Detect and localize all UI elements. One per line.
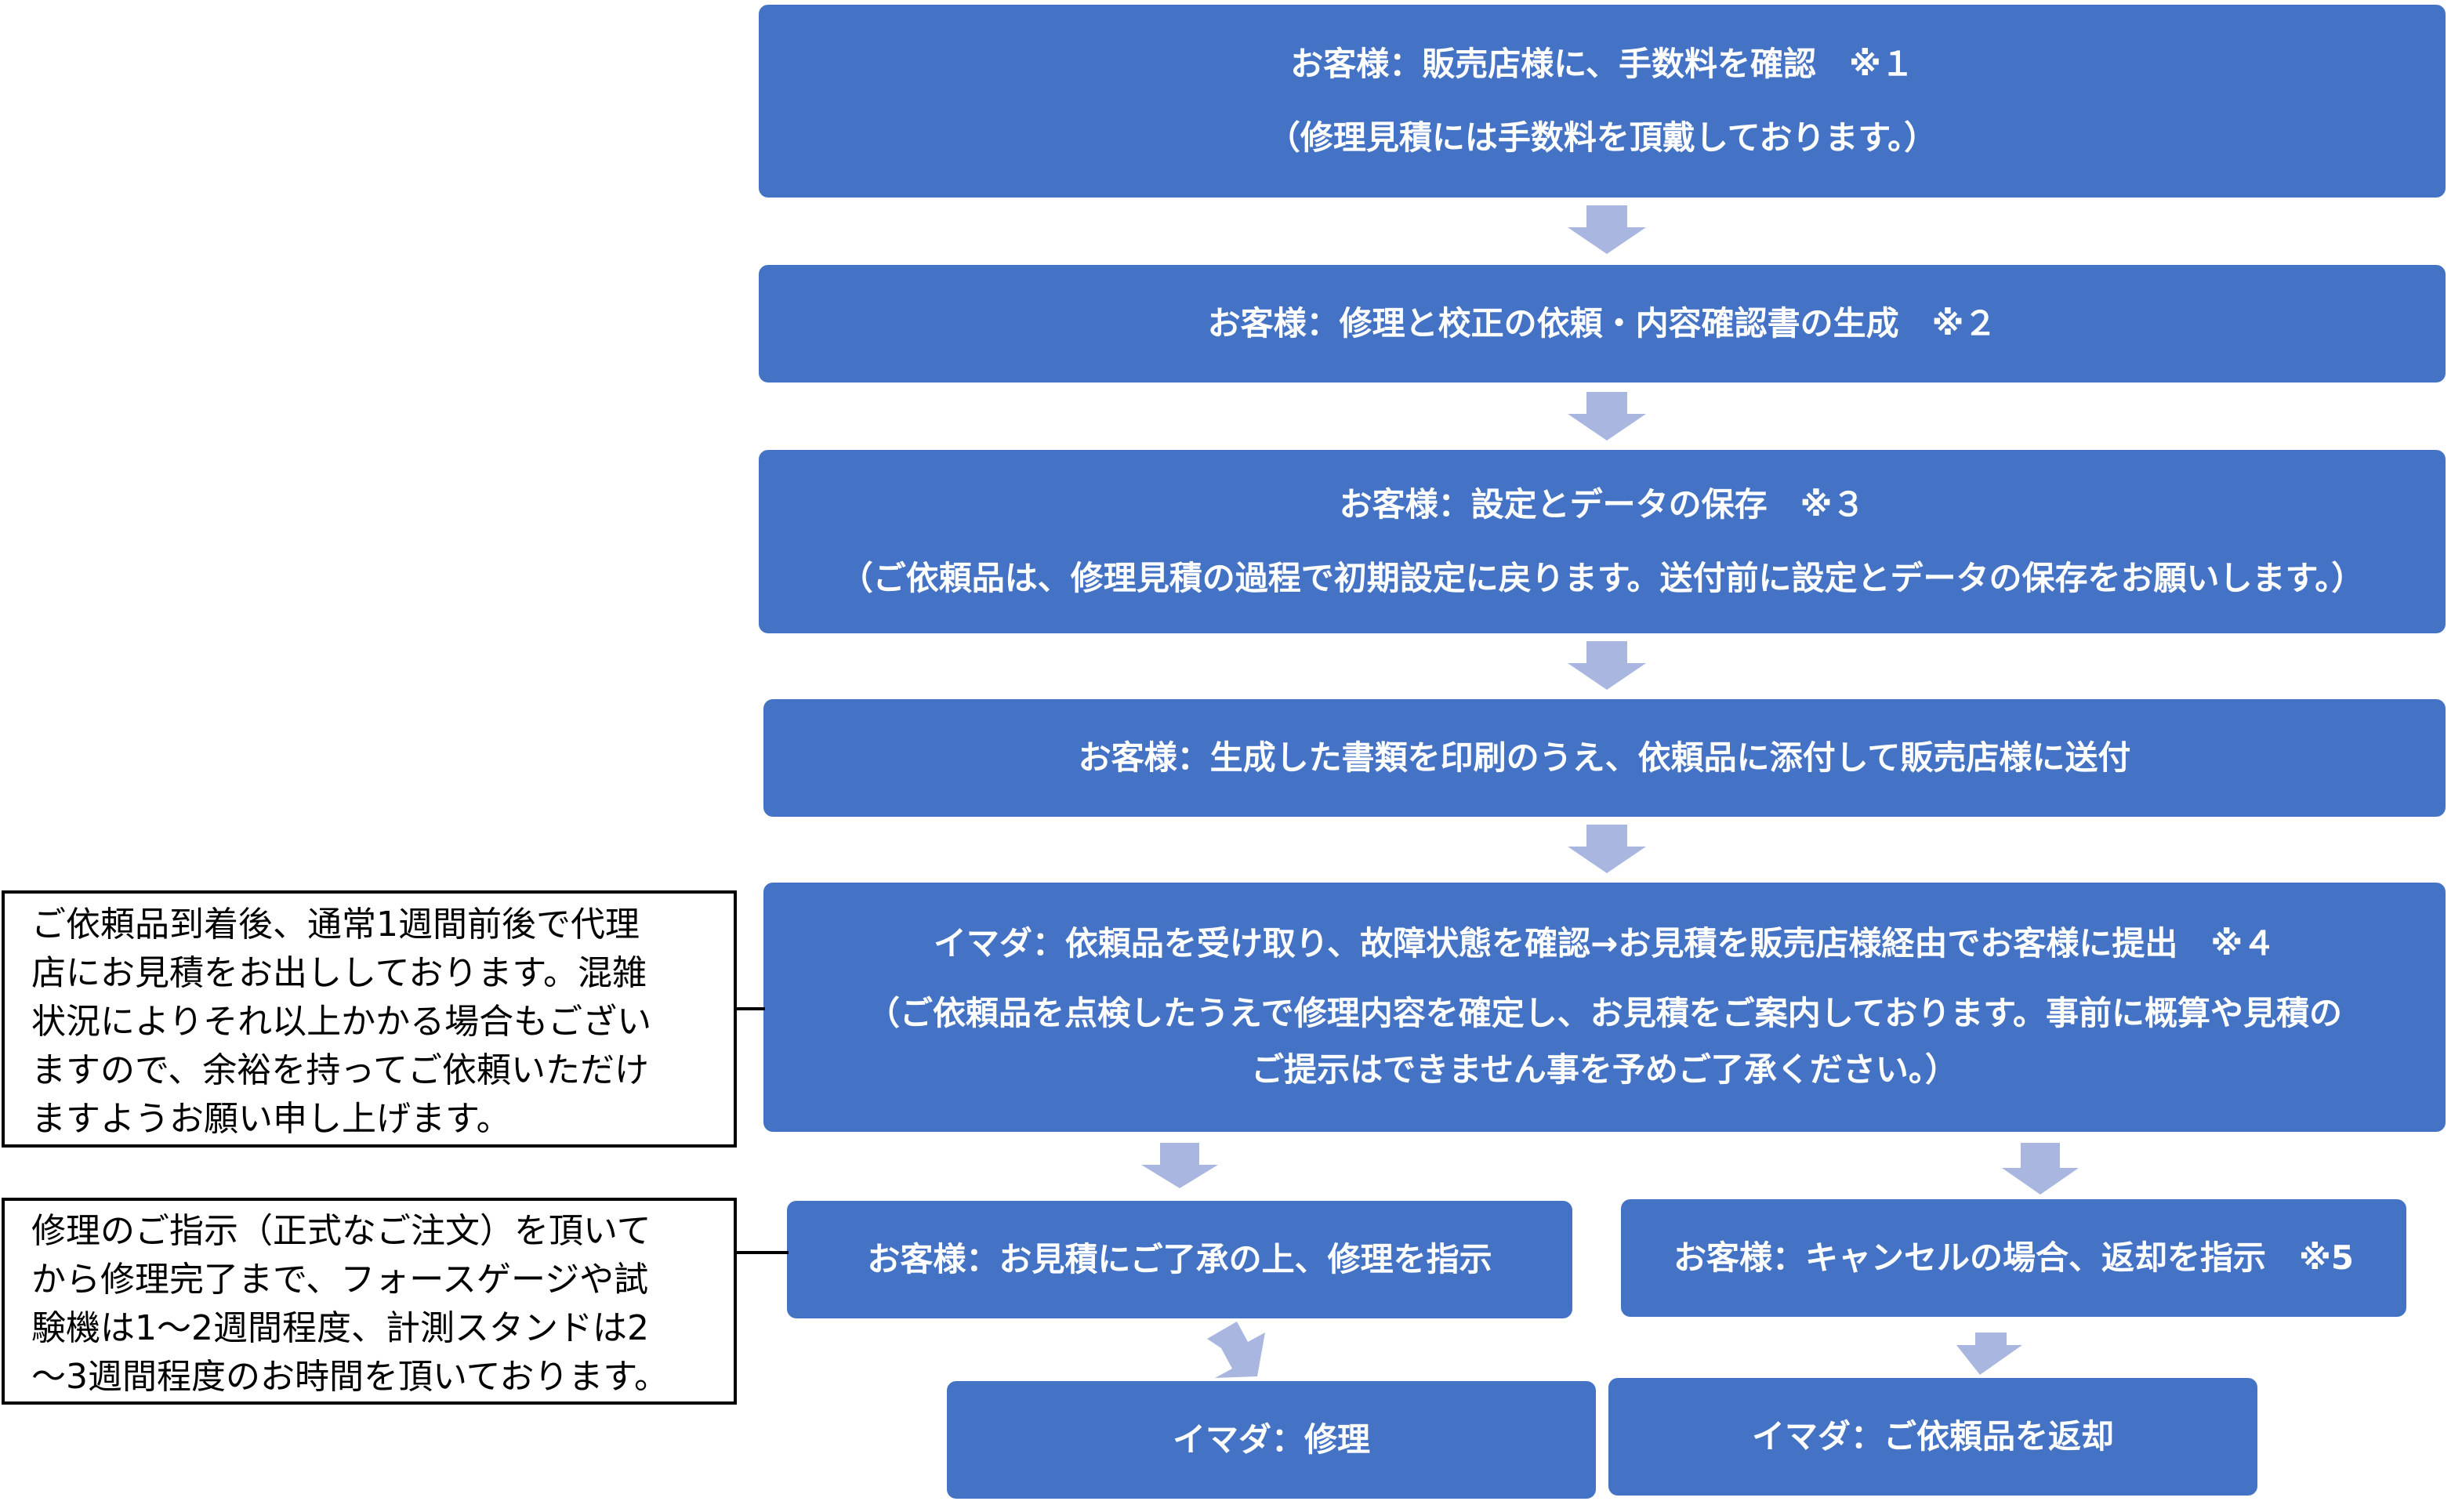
note-1-line-1: ご依頼品到着後、通常1週間前後で代理: [31, 905, 640, 945]
down-arrow-3: [1568, 641, 1646, 690]
step-5-subtitle-1: （ご依頼品を点検したうえで修理内容を確定し、お見積をご案内しております。事前に概…: [866, 993, 2343, 1032]
down-arrow-1: [1568, 205, 1646, 254]
note-1-line-5: ますようお願い申し上げます。: [31, 1099, 511, 1139]
note-repair-duration: 修理のご指示（正式なご注文）を頂いて から修理完了まで、フォースゲージや試 験機…: [2, 1198, 737, 1405]
step-3-subtitle: （ご依頼品は、修理見積の過程で初期設定に戻ります。送付前に設定とデータの保存をお…: [839, 559, 2365, 597]
step-4-send-to-dealer: お客様：生成した書類を印刷のうえ、依頼品に添付して販売店様に送付: [763, 699, 2446, 817]
branch-left-instruct-text: お客様：お見積にご了承の上、修理を指示: [867, 1239, 1492, 1278]
branch-left-result-text: イマダ：修理: [1172, 1420, 1370, 1459]
step-1-title: お客様：販売店様に、手数料を確認 ※１: [1290, 44, 1914, 83]
step-2-request-document: お客様：修理と校正の依頼・内容確認書の生成 ※２: [759, 265, 2446, 383]
note-2-connector: [737, 1251, 789, 1254]
step-5-title: イマダ：依頼品を受け取り、故障状態を確認→お見積を販売店様経由でお客様に提出 ※…: [933, 924, 2276, 963]
branch-right-result-text: イマダ：ご依頼品を返却: [1751, 1416, 2114, 1456]
down-arrow-2: [1568, 392, 1646, 441]
step-2-title: お客様：修理と校正の依頼・内容確認書の生成 ※２: [1207, 303, 1997, 343]
step-5-inspection-estimate: イマダ：依頼品を受け取り、故障状態を確認→お見積を販売店様経由でお客様に提出 ※…: [763, 883, 2446, 1132]
branch-right-return-result: イマダ：ご依頼品を返却: [1608, 1378, 2257, 1496]
note-1-connector: [737, 1007, 765, 1010]
step-5-subtitle-2: ご提示はできません事を予めご了承ください。）: [1251, 1050, 1958, 1090]
note-2-line-3: 験機は1～2週間程度、計測スタンドは2: [31, 1308, 649, 1348]
diagonal-arrow-left: [1207, 1322, 1265, 1378]
step-1-subtitle: （修理見積には手数料を頂戴しております。）: [1267, 118, 1938, 157]
step-1-fee-confirmation: お客様：販売店様に、手数料を確認 ※１ （修理見積には手数料を頂戴しております。…: [759, 5, 2446, 198]
branch-left-repair-instruction: お客様：お見積にご了承の上、修理を指示: [787, 1201, 1572, 1318]
note-2-line-2: から修理完了まで、フォースゲージや試: [31, 1260, 649, 1300]
step-3-title: お客様：設定とデータの保存 ※３: [1339, 484, 1866, 524]
down-arrow-right-branch: [2002, 1143, 2079, 1195]
down-arrow-left-branch: [1141, 1143, 1218, 1188]
step-4-title: お客様：生成した書類を印刷のうえ、依頼品に添付して販売店様に送付: [1078, 738, 2131, 777]
branch-right-instruct-text: お客様：キャンセルの場合、返却を指示 ※5: [1673, 1238, 2355, 1277]
note-1-line-3: 状況によりそれ以上かかる場合もござい: [31, 1002, 652, 1042]
step-3-save-settings: お客様：設定とデータの保存 ※３ （ご依頼品は、修理見積の過程で初期設定に戻りま…: [759, 450, 2446, 633]
note-estimate-timing: ご依頼品到着後、通常1週間前後で代理 店にお見積をお出ししております。混雑 状況…: [2, 890, 737, 1148]
note-2-line-1: 修理のご指示（正式なご注文）を頂いて: [31, 1211, 651, 1251]
note-1-line-2: 店にお見積をお出ししております。混雑: [31, 953, 647, 993]
diagonal-arrow-right: [1956, 1333, 2022, 1375]
branch-right-return-instruction: お客様：キャンセルの場合、返却を指示 ※5: [1621, 1199, 2406, 1317]
down-arrow-4: [1568, 825, 1646, 873]
note-2-line-4: ～3週間程度のお時間を頂いております。: [31, 1357, 669, 1397]
note-1-line-4: ますので、余裕を持ってご依頼いただけ: [31, 1050, 650, 1090]
branch-left-repair-result: イマダ：修理: [947, 1381, 1596, 1499]
